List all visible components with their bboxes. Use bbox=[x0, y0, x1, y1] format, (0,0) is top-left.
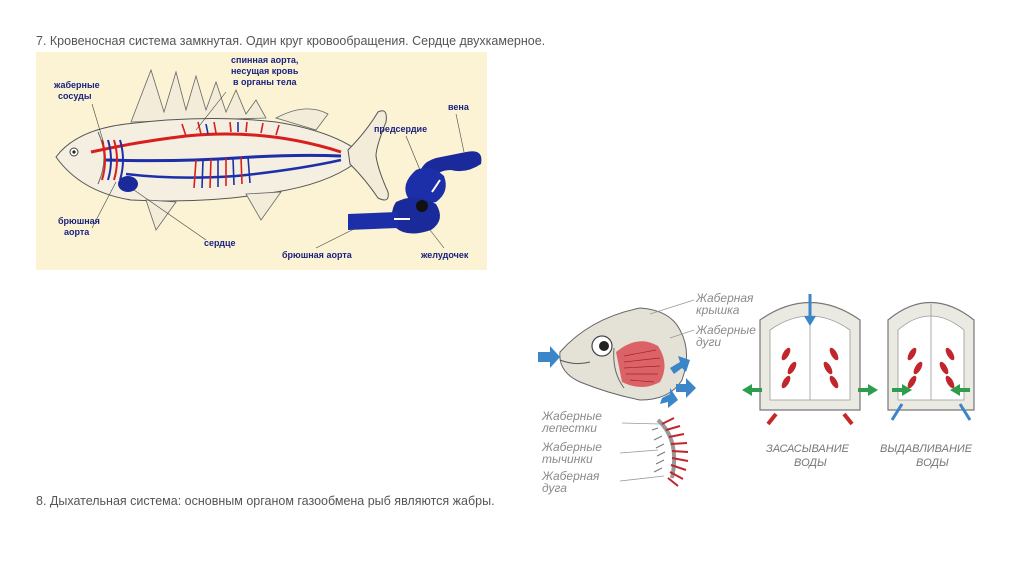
suction-schematic bbox=[742, 294, 878, 424]
label-gill-filaments-2: лепестки bbox=[541, 421, 597, 435]
label-ventral-aorta-left-1: брюшная bbox=[58, 216, 100, 226]
label-squeeze-1: ВЫДАВЛИВАНИЕ bbox=[880, 443, 973, 455]
circulatory-system-diagram: жаберные сосуды спинная аорта, несущая к… bbox=[36, 52, 487, 270]
label-ventral-aorta-left-2: аорта bbox=[64, 227, 90, 237]
label-gill-arch-2: дуга bbox=[542, 481, 567, 495]
label-ventral-aorta-right: брюшная аорта bbox=[282, 250, 353, 260]
label-gill-cover-2: крышка bbox=[696, 303, 740, 317]
label-heart: сердце bbox=[204, 238, 236, 248]
label-dorsal-aorta-2: несущая кровь bbox=[231, 66, 299, 76]
point-8-text: 8. Дыхательная система: основным органом… bbox=[36, 494, 495, 508]
gill-arch-illustration bbox=[652, 418, 688, 486]
fish-head-illustration bbox=[560, 308, 687, 400]
point-7-text: 7. Кровеносная система замкнутая. Один к… bbox=[36, 34, 545, 48]
gills-diagram: Жаберная крышка Жаберные дуги Жаберные л… bbox=[530, 290, 990, 500]
label-suction-1: ЗАСАСЫВАНИЕ bbox=[766, 443, 850, 455]
label-gill-rakers-2: тычинки bbox=[542, 452, 593, 466]
label-gill-arches-2: дуги bbox=[696, 335, 721, 349]
label-dorsal-aorta-1: спинная аорта, bbox=[231, 55, 298, 65]
label-squeeze-2: ВОДЫ bbox=[916, 457, 949, 469]
label-vein: вена bbox=[448, 102, 470, 112]
label-gill-vessels-1: жаберные bbox=[53, 80, 100, 90]
label-atrium: предсердие bbox=[374, 124, 427, 134]
label-dorsal-aorta-3: в органы тела bbox=[233, 77, 298, 87]
squeeze-schematic bbox=[888, 303, 974, 421]
label-suction-2: ВОДЫ bbox=[794, 457, 827, 469]
label-ventricle: желудочек bbox=[420, 250, 469, 260]
label-gill-vessels-2: сосуды bbox=[58, 91, 92, 101]
